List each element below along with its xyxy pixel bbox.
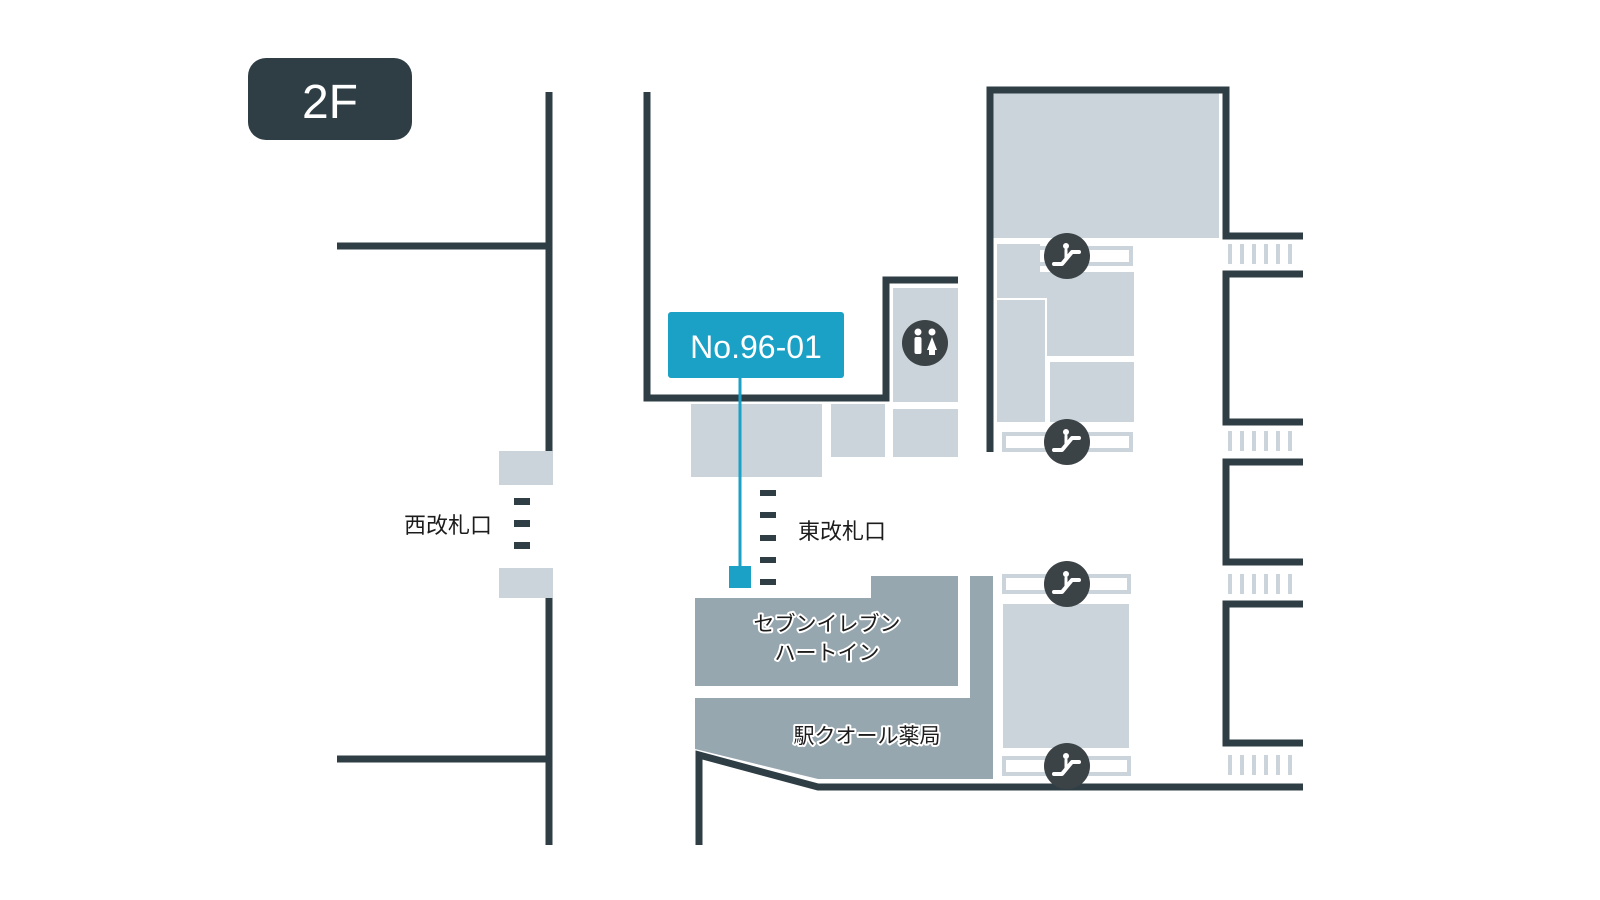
- floor-badge: 2F: [248, 58, 412, 140]
- marker-point: [729, 566, 751, 588]
- escalator-icon: [1044, 561, 1090, 607]
- location-marker[interactable]: No.96-01: [668, 312, 844, 588]
- east-block-upper: [986, 86, 1303, 452]
- central-rooms: [691, 288, 958, 477]
- platform-gates: [1228, 244, 1292, 775]
- central-walls: [643, 92, 958, 402]
- east-block-lower: [1003, 604, 1129, 748]
- escalator-icon: [1044, 419, 1090, 465]
- floor-label: 2F: [302, 76, 358, 129]
- pharmacy-label: 駅クオール薬局: [794, 724, 941, 748]
- seven-eleven-label-line2: ハートイン: [775, 641, 880, 665]
- shop-seven-eleven: [695, 576, 958, 686]
- west-gate: [499, 451, 553, 598]
- escalator-icon: [1044, 233, 1090, 279]
- restroom-icon: [902, 320, 948, 366]
- west-gate-label: 西改札口: [404, 514, 492, 539]
- seven-eleven-label-line1: セブンイレブン: [754, 612, 901, 636]
- west-walls: [337, 92, 553, 845]
- east-gate: [760, 490, 776, 585]
- marker-label: No.96-01: [690, 329, 822, 365]
- escalator-icon: [1044, 743, 1090, 789]
- shop-pharmacy: [695, 576, 993, 779]
- platform-walls: [1222, 270, 1303, 747]
- east-gate-label: 東改札口: [798, 520, 886, 545]
